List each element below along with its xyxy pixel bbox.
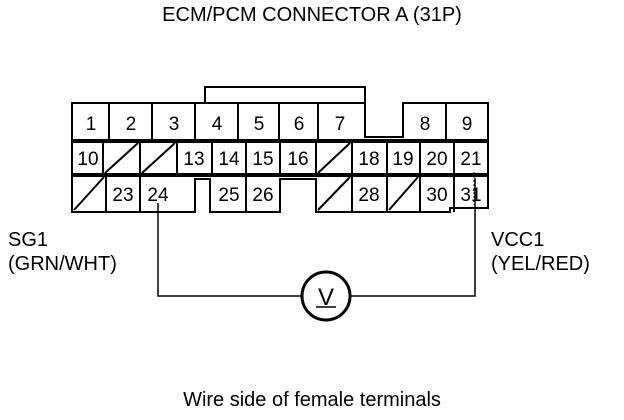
- empty-cavity-slash: [141, 142, 176, 174]
- pin-label: 18: [358, 149, 379, 170]
- pin-label: 30: [426, 185, 447, 206]
- pin-label: 7: [335, 114, 346, 135]
- probe-left-wire: (GRN/WHT): [8, 253, 117, 275]
- pin-label: 24: [147, 185, 169, 206]
- pin-label: 28: [358, 185, 379, 206]
- pin-label: 10: [77, 149, 98, 170]
- pin-label: 13: [183, 149, 204, 170]
- connector-key-tab: [204, 86, 366, 103]
- probe-label-left: SG1 (GRN/WHT): [8, 228, 117, 276]
- probe-right-wire: (YEL/RED): [491, 253, 590, 275]
- voltmeter-icon: V: [300, 270, 352, 322]
- pin-label: 26: [252, 185, 273, 206]
- pin-label: 8: [420, 114, 431, 135]
- pin-label: 31: [460, 185, 481, 206]
- pin-labels: 1 2 3 4 5 6 7 8 9 10 13 14 15 16 18 19 2…: [77, 114, 481, 206]
- pin-label: 20: [426, 149, 447, 170]
- diagram-caption: Wire side of female terminals: [183, 389, 441, 411]
- pin-label: 5: [254, 114, 265, 135]
- pin-label: 3: [169, 114, 180, 135]
- pin-label: 25: [218, 185, 239, 206]
- pin-label: 14: [218, 149, 240, 170]
- pin-label: 21: [460, 149, 481, 170]
- pin-label: 19: [392, 149, 413, 170]
- pin-label: 23: [112, 185, 133, 206]
- probe-left-name: SG1: [8, 229, 49, 251]
- empty-cavity-slash: [388, 176, 419, 211]
- pin-label: 4: [212, 114, 223, 135]
- probe-wire-left: [157, 203, 302, 297]
- pin-label: 15: [252, 149, 273, 170]
- probe-label-right: VCC1 (YEL/RED): [491, 228, 590, 276]
- empty-cavity-slash: [317, 176, 351, 211]
- pin-label: 16: [287, 149, 308, 170]
- empty-cavity-slash: [317, 142, 351, 174]
- pin-label: 1: [86, 114, 97, 135]
- diagram-title: ECM/PCM CONNECTOR A (31P): [162, 4, 462, 26]
- empty-cavity-slash: [104, 142, 139, 174]
- empty-cavity-slash: [73, 176, 105, 211]
- probe-right-name: VCC1: [491, 229, 545, 251]
- meter-symbol: V: [318, 284, 334, 311]
- probe-wire-right: [350, 178, 476, 297]
- pin-label: 2: [126, 114, 137, 135]
- pin-label: 9: [462, 114, 473, 135]
- pin-label: 6: [294, 114, 305, 135]
- connector-outline: [71, 102, 489, 213]
